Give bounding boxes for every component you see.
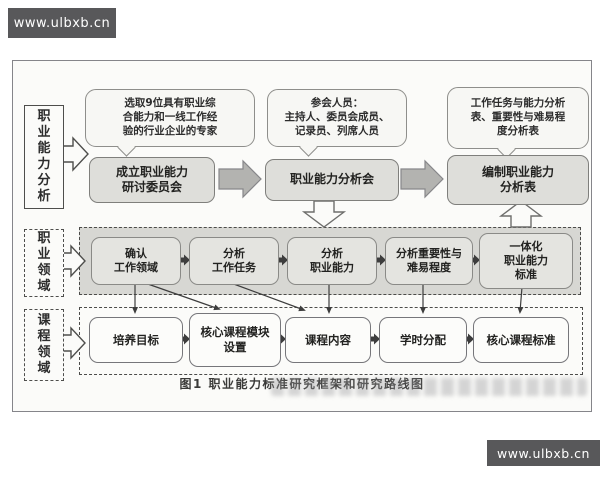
hollow-right-arrow-icon — [59, 136, 89, 172]
section-label-occupation-domain: 职业领域 — [24, 229, 64, 297]
box-ability-analysis-meeting: 职业能力分析会 — [265, 159, 399, 201]
box-training-objectives: 培养目标 — [89, 317, 183, 363]
box-analyze-occupational-ability: 分析 职业能力 — [287, 237, 377, 285]
watermark-banner-top: www.ulbxb.cn — [8, 8, 116, 38]
watermark-banner-bottom: www.ulbxb.cn — [487, 440, 600, 466]
callout-tail-icon — [299, 137, 318, 157]
section-label-text: 职业能力分析 — [37, 109, 51, 204]
box-course-content: 课程内容 — [285, 317, 371, 363]
callout-text: 参会人员： 主持人、委员会成员、 记录员、列席人员 — [284, 97, 390, 137]
box-core-course-standard: 核心课程标准 — [473, 317, 569, 363]
section-label-occupational-ability-analysis: 职业能力分析 — [24, 105, 64, 209]
callout-analysis-tables: 工作任务与能力分析 表、重要性与难易程 度分析表 — [447, 87, 589, 159]
callout-participants: 参会人员： 主持人、委员会成员、 记录员、列席人员 — [267, 89, 407, 157]
box-compile-analysis-table: 编制职业能力 分析表 — [447, 155, 589, 205]
figure-frame: 职业能力分析 职业领域 课程领域 选取9位具有职业综 合能力和一线工作经 验的行… — [12, 60, 592, 412]
box-confirm-work-domain: 确认 工作领域 — [91, 237, 181, 285]
block-arrow-right-icon — [218, 159, 262, 199]
section-label-text: 课程领域 — [37, 313, 51, 376]
section-label-course-domain: 课程领域 — [24, 309, 64, 381]
box-hour-allocation: 学时分配 — [379, 317, 467, 363]
box-core-module-setup: 核心课程模块 设置 — [189, 313, 281, 367]
watermark-overlay — [271, 378, 587, 396]
section-label-text: 职业领域 — [37, 231, 51, 294]
callout-expert-selection: 选取9位具有职业综 合能力和一线工作经 验的行业企业的专家 — [85, 89, 255, 157]
box-establish-committee: 成立职业能力 研讨委员会 — [89, 157, 215, 203]
box-analyze-work-tasks: 分析 工作任务 — [189, 237, 279, 285]
callout-text: 选取9位具有职业综 合能力和一线工作经 验的行业企业的专家 — [122, 97, 218, 137]
callout-tail-icon — [117, 137, 136, 157]
box-integrated-ability-standard: 一体化 职业能力 标准 — [479, 233, 573, 289]
hollow-down-arrow-icon — [301, 200, 347, 228]
block-arrow-right-icon — [400, 159, 444, 199]
callout-text: 工作任务与能力分析 表、重要性与难易程 度分析表 — [470, 97, 566, 137]
figure-caption: 图1 职业能力标准研究框架和研究路线图 — [179, 377, 425, 391]
box-analyze-importance-difficulty: 分析重要性与 难易程度 — [385, 237, 473, 285]
